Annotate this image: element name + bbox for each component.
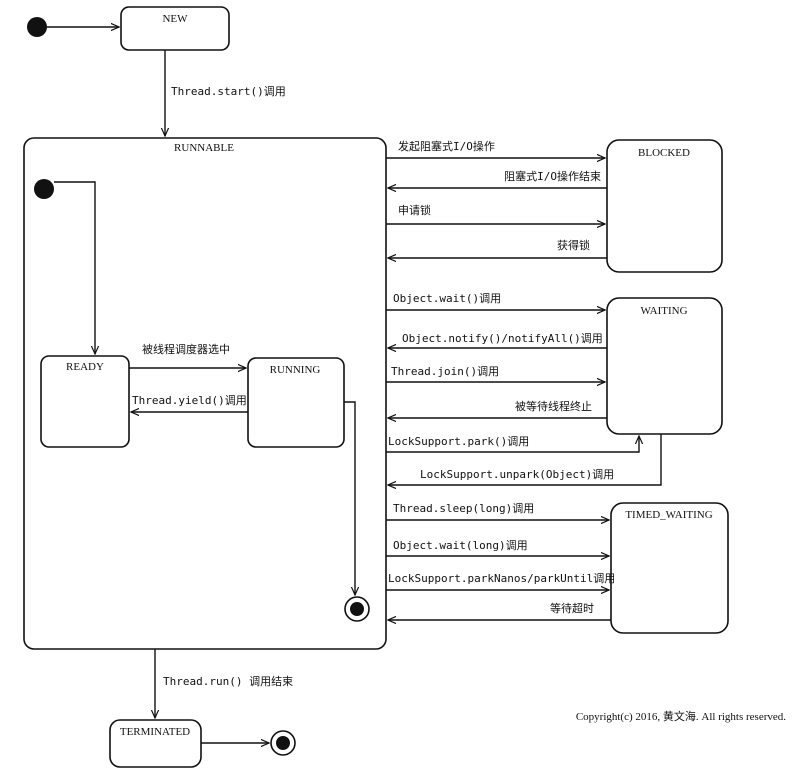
state-blocked [606, 139, 723, 273]
state-timed-waiting-label: TIMED_WAITING [625, 509, 712, 521]
label-from-waiting-join: 被等待线程终止 [515, 399, 592, 413]
state-waiting-label: WAITING [640, 305, 687, 317]
inner-initial-state-dot [34, 179, 54, 199]
label-to-waiting-wait: Object.wait()调用 [393, 292, 501, 305]
label-to-timed-sleep: Thread.sleep(long)调用 [393, 502, 534, 515]
label-to-blocked-lock: 申请锁 [398, 203, 431, 217]
label-to-timed-wait: Object.wait(long)调用 [393, 539, 528, 552]
label-ready-to-running: 被线程调度器选中 [142, 342, 230, 356]
state-ready-label: READY [66, 361, 104, 373]
label-to-waiting-join: Thread.join()调用 [391, 365, 499, 378]
final-state [270, 730, 296, 756]
label-new-to-runnable: Thread.start()调用 [171, 85, 286, 98]
label-to-timed-park: LockSupport.parkNanos/parkUntil调用 [388, 572, 615, 585]
label-to-waiting-park: LockSupport.park()调用 [388, 435, 529, 448]
state-ready [40, 355, 130, 448]
label-to-blocked-io: 发起阻塞式I/O操作 [398, 139, 495, 153]
arrow-from-waiting-unpark [388, 434, 662, 485]
arrow-inner-initial-to-ready [54, 181, 95, 354]
label-runnable-to-terminated: Thread.run() 调用结束 [163, 675, 293, 688]
arrow-to-waiting-park [386, 436, 639, 453]
label-from-timed: 等待超时 [550, 601, 594, 615]
state-runnable [23, 137, 387, 650]
state-waiting [606, 297, 723, 435]
initial-state-dot [27, 17, 47, 37]
label-from-waiting-notify: Object.notify()/notifyAll()调用 [402, 332, 603, 345]
inner-final-state [344, 596, 370, 622]
state-runnable-label: RUNNABLE [174, 142, 234, 154]
state-running-label: RUNNING [270, 364, 321, 376]
label-from-blocked-io: 阻塞式I/O操作结束 [504, 169, 601, 183]
state-blocked-label: BLOCKED [638, 147, 690, 159]
state-new-label: NEW [162, 13, 188, 25]
state-new [120, 6, 230, 51]
state-timed-waiting [610, 502, 729, 634]
state-terminated-label: TERMINATED [120, 726, 190, 738]
arrow-running-to-inner-final [344, 401, 355, 595]
copyright-text: Copyright(c) 2016, 黄文海. All rights reser… [576, 709, 786, 723]
label-from-waiting-unpark: LockSupport.unpark(Object)调用 [420, 468, 614, 481]
label-running-to-ready: Thread.yield()调用 [132, 394, 247, 407]
label-from-blocked-lock: 获得锁 [557, 238, 590, 252]
